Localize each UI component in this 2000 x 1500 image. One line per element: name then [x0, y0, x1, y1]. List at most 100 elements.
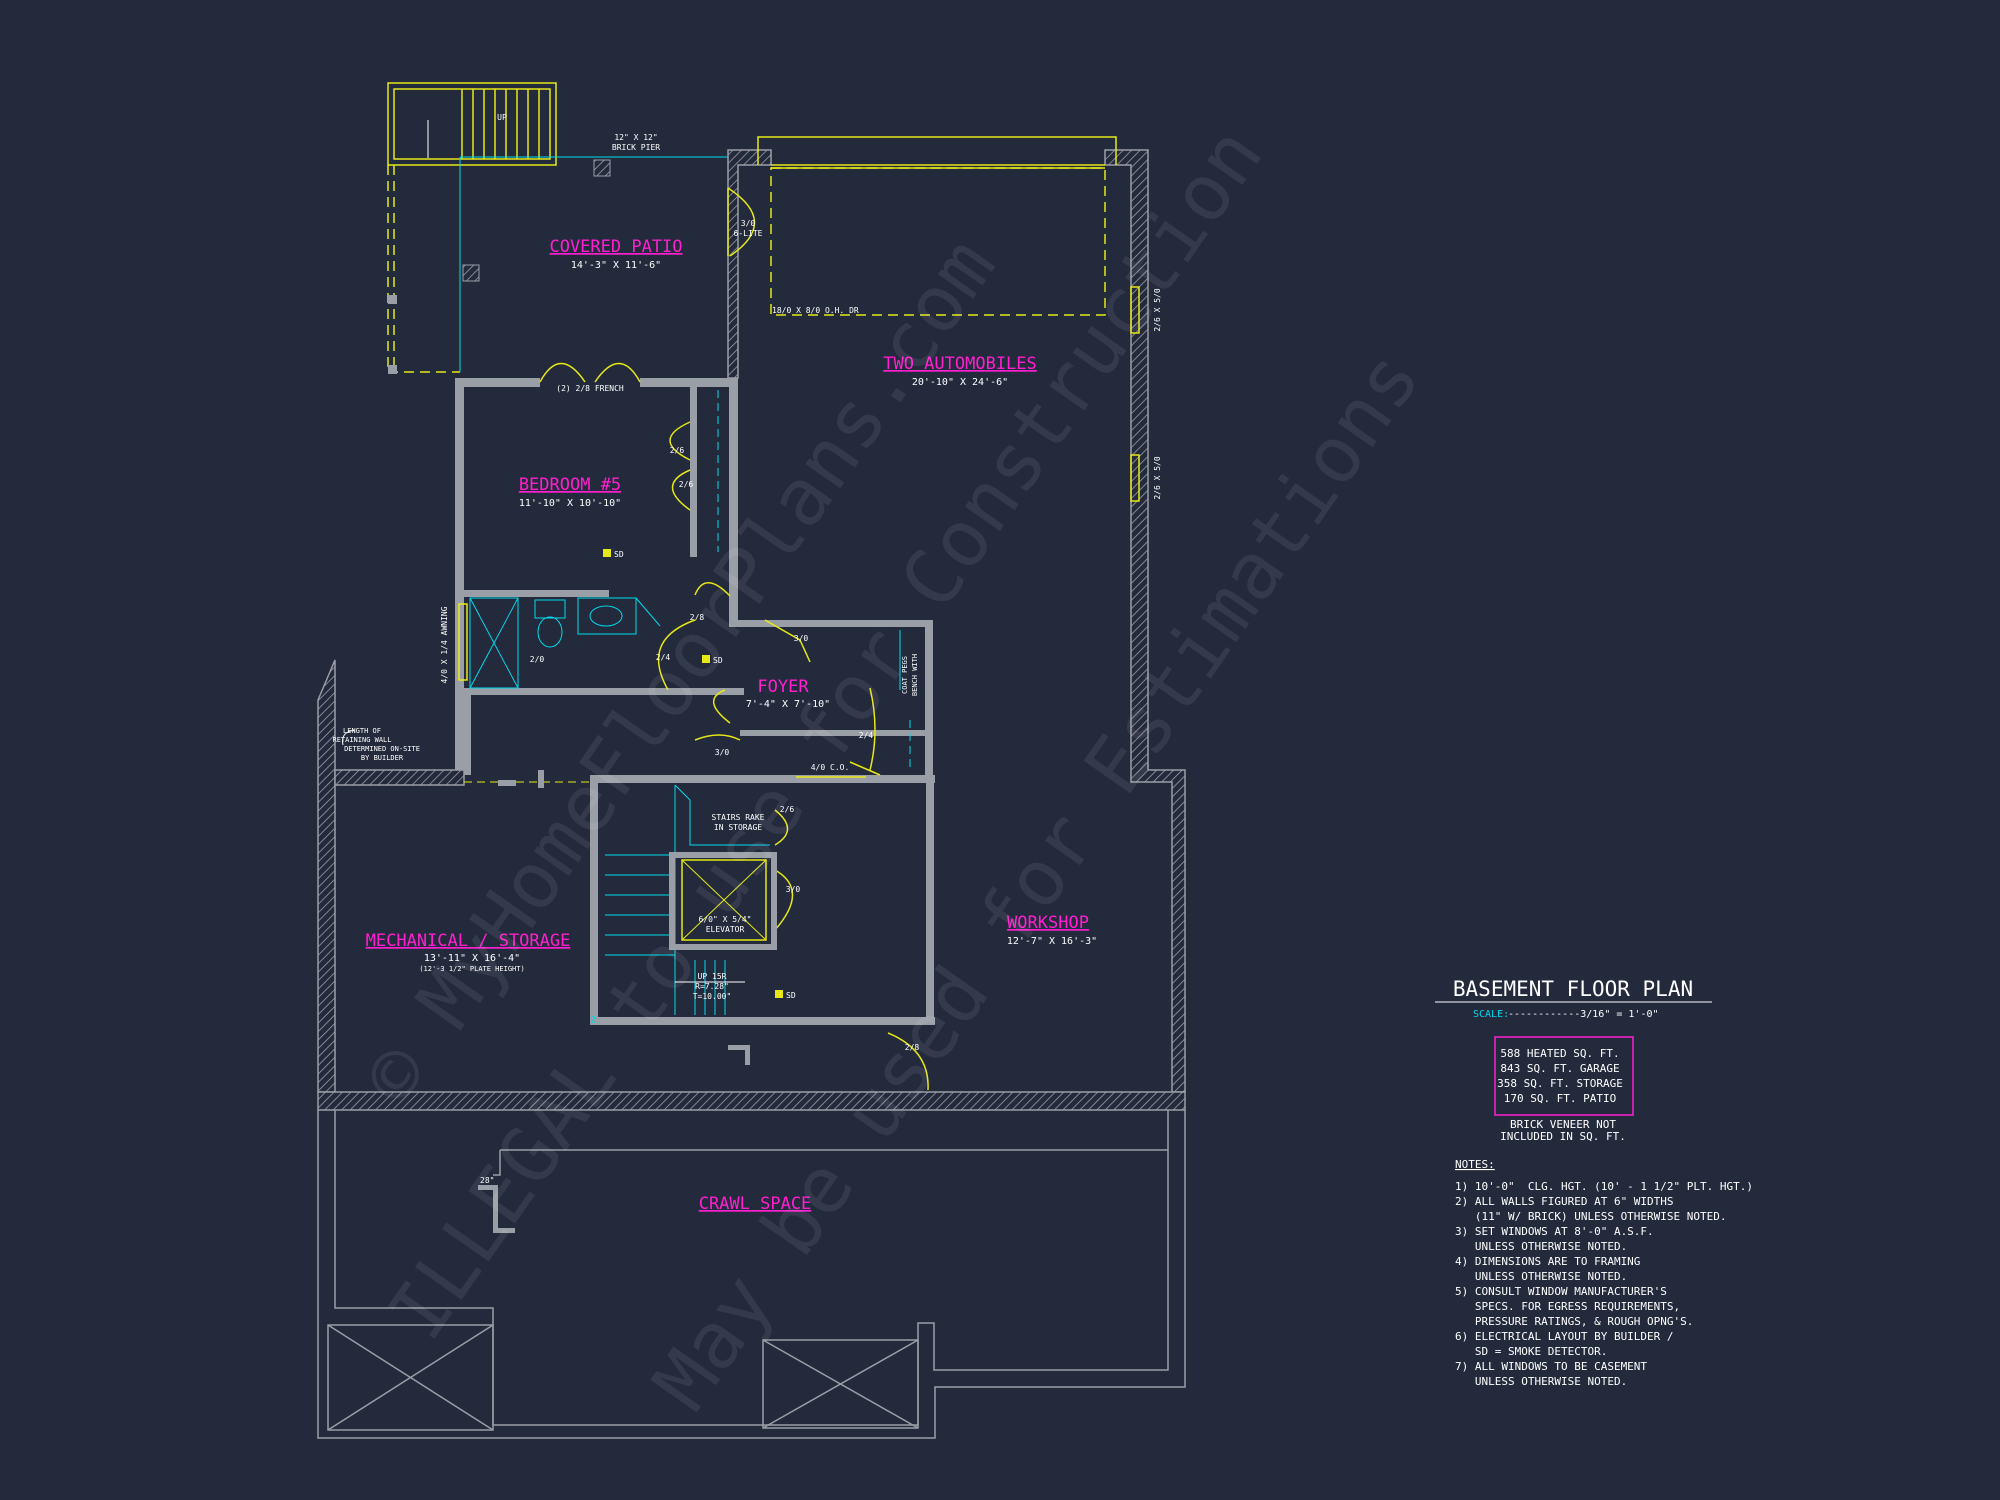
svg-text:WORKSHOP: WORKSHOP [1007, 913, 1089, 933]
note-line: SPECS. FOR EGRESS REQUIREMENTS, [1455, 1300, 1680, 1313]
door-20-a: 2/0 [530, 655, 545, 664]
door-3068-label: 3/0 [741, 219, 756, 228]
stairs-rake-1: STAIRS RAKE [712, 813, 765, 822]
svg-text:11'-10" X 10'-10": 11'-10" X 10'-10" [519, 498, 621, 509]
plan-title: BASEMENT FLOOR PLAN [1453, 977, 1693, 1001]
stairs-rake-2: IN STORAGE [714, 823, 762, 832]
patio-outline [459, 156, 728, 372]
svg-text:MECHANICAL / STORAGE: MECHANICAL / STORAGE [366, 931, 571, 951]
note-line: (11" W/ BRICK) UNLESS OTHERWISE NOTED. [1455, 1210, 1727, 1223]
door-28-b: 2/8 [905, 1043, 920, 1052]
area-garage: 843 SQ. FT. GARAGE [1500, 1062, 1619, 1075]
garage-door-label: 18/0 X 8/0 O.H. DR [772, 306, 859, 315]
retaining-note-3: DETERMINED ON-SITE [344, 745, 420, 753]
awning-label: 4/0 X 1/4 AWNING [440, 606, 449, 683]
stair-up-label: UP [497, 113, 507, 122]
door-24-b: 2/4 [859, 731, 874, 740]
closet-doors [657, 421, 929, 1091]
area-storage: 358 SQ. FT. STORAGE [1497, 1077, 1623, 1090]
sd-label-3: SD [786, 991, 796, 1000]
riser-label-3: T=10.00" [693, 992, 732, 1001]
riser-label-1: UP 15R [698, 972, 727, 981]
door-30-c: 3/0 [786, 885, 801, 894]
note-line: 3) SET WINDOWS AT 8'-0" A.S.F. [1455, 1225, 1654, 1238]
door-26-b: 2/6 [679, 480, 694, 489]
french-doors [539, 362, 641, 383]
elevator-label-2: ELEVATOR [706, 925, 745, 934]
steel-column-marks [478, 770, 750, 1233]
french-door-label: (2) 2/8 FRENCH [556, 384, 624, 393]
room-label-two-automobiles: TWO AUTOMOBILES 20'-10" X 24'-6" [883, 354, 1037, 388]
window-garage-1 [1130, 286, 1140, 502]
note-line: PRESSURE RATINGS, & ROUGH OPNG'S. [1455, 1315, 1693, 1328]
retaining-leader [342, 729, 356, 746]
stair-number: 2 [590, 1015, 596, 1026]
note-line: UNLESS OTHERWISE NOTED. [1455, 1240, 1627, 1253]
elevator [669, 852, 777, 950]
bath-fixtures [469, 597, 661, 689]
window-label-1: 2/6 X 5/0 [1153, 288, 1162, 332]
svg-text:FOYER: FOYER [757, 677, 809, 697]
exterior-stair [387, 82, 557, 373]
retaining-note-4: BY BUILDER [361, 754, 404, 762]
note-line: 1) 10'-0" CLG. HGT. (10' - 1 1/2" PLT. H… [1455, 1180, 1753, 1193]
crawl-space-outline [317, 1110, 1186, 1439]
awning-window [458, 603, 468, 681]
brick-pier-1 [593, 159, 611, 177]
closet-shelves [717, 390, 911, 770]
note-line: 7) ALL WINDOWS TO BE CASEMENT [1455, 1360, 1647, 1373]
svg-text:TWO AUTOMOBILES: TWO AUTOMOBILES [883, 354, 1037, 374]
svg-text:CRAWL SPACE: CRAWL SPACE [699, 1194, 812, 1214]
svg-text:14'-3" X 11'-6": 14'-3" X 11'-6" [571, 260, 661, 271]
interior-stair [605, 784, 770, 1015]
post-1 [388, 295, 397, 304]
note-line: 6) ELECTRICAL LAYOUT BY BUILDER / [1455, 1330, 1674, 1343]
post-2 [388, 365, 397, 374]
sd-label-1: SD [614, 550, 624, 559]
room-label-covered-patio: COVERED PATIO 14'-3" X 11'-6" [549, 237, 682, 271]
brick-pier-label: 12" X 12" [614, 133, 657, 142]
room-label-foyer: FOYER 7'-4" X 7'-10" [746, 677, 830, 710]
room-label-bedroom5: BEDROOM #5 11'-10" X 10'-10" [519, 475, 621, 509]
note-line: SD = SMOKE DETECTOR. [1455, 1345, 1607, 1358]
brick-pier-label-2: BRICK PIER [612, 143, 660, 152]
door-30-a: 3/0 [794, 634, 809, 643]
note-line: UNLESS OTHERWISE NOTED. [1455, 1375, 1627, 1388]
window-label-2: 2/6 X 5/0 [1153, 456, 1162, 500]
retaining-wall [317, 659, 1186, 1111]
smoke-detectors [603, 549, 783, 998]
brick-note-1: BRICK VENEER NOT [1510, 1118, 1616, 1131]
door-24-a: 2/4 [656, 653, 671, 662]
elevator-label-1: 6/0" X 5/4" [699, 915, 752, 924]
door-30-b: 3/0 [715, 748, 730, 757]
retaining-note-1: LENGTH OF [343, 727, 381, 735]
bench-label-1: COAT PEGS [901, 656, 909, 694]
svg-text:COVERED PATIO: COVERED PATIO [549, 237, 682, 257]
svg-text:(12'-3 1/2" PLATE HEIGHT): (12'-3 1/2" PLATE HEIGHT) [419, 965, 524, 973]
room-label-workshop: WORKSHOP 12'-7" X 16'-3" [1007, 913, 1097, 947]
interior-walls [455, 378, 935, 1025]
garage-door [757, 136, 1117, 316]
brick-note-2: INCLUDED IN SQ. FT. [1500, 1130, 1626, 1143]
scale-value: ------------3/16" = 1'-0" [1508, 1009, 1659, 1020]
note-line: 2) ALL WALLS FIGURED AT 6" WIDTHS [1455, 1195, 1674, 1208]
note-line: 4) DIMENSIONS ARE TO FRAMING [1455, 1255, 1640, 1268]
title-block: BASEMENT FLOOR PLAN SCALE: ------------3… [1435, 977, 1753, 1388]
watermark: © MyHomeFloorPlans.com ILLEGAL to use fo… [347, 112, 1438, 1426]
sd-label-2: SD [713, 656, 723, 665]
note-line: UNLESS OTHERWISE NOTED. [1455, 1270, 1627, 1283]
door-3068-label-2: 6-LITE [734, 229, 763, 238]
note-line: 5) CONSULT WINDOW MANUFACTURER'S [1455, 1285, 1667, 1298]
door-26-a: 2/6 [670, 446, 685, 455]
brick-pier-2 [462, 264, 480, 282]
retaining-note-2: RETAINING WALL [332, 736, 391, 744]
crawl-dim: 28" [480, 1176, 494, 1185]
svg-text:13'-11" X 16'-4": 13'-11" X 16'-4" [424, 953, 520, 964]
room-label-mechanical: MECHANICAL / STORAGE 13'-11" X 16'-4" (1… [366, 931, 571, 973]
svg-text:7'-4" X 7'-10": 7'-4" X 7'-10" [746, 699, 830, 710]
door-28-a: 2/8 [690, 613, 705, 622]
cased-opening-label: 4/0 C.O. [811, 763, 850, 772]
svg-text:BEDROOM #5: BEDROOM #5 [519, 475, 621, 495]
notes-header: NOTES: [1455, 1158, 1495, 1171]
